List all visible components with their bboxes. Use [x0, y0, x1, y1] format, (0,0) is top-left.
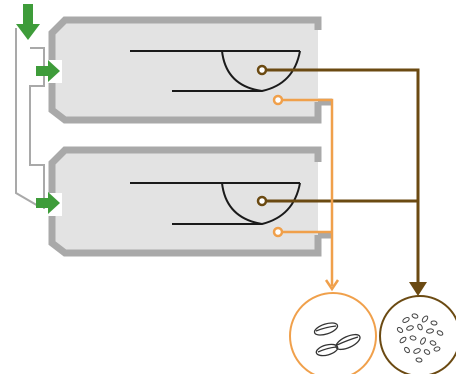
fine-outlet-line: [262, 68, 427, 296]
fine-grain-icon: [379, 295, 456, 374]
upper-coarse-node: [272, 94, 284, 106]
feed-arrow-down-icon: [16, 4, 40, 40]
upper-stage-vessel: [48, 16, 332, 124]
feed-arrow-upper-icon: [36, 60, 60, 82]
coarse-grain-icon: [289, 292, 377, 374]
upper-fine-node: [256, 64, 268, 76]
coarse-outlet-line: [278, 98, 340, 292]
lower-stage-vessel: [48, 146, 332, 257]
feed-lines: [15, 28, 45, 209]
feed-arrow-lower-icon: [36, 192, 60, 214]
lower-coarse-node: [272, 226, 284, 238]
lower-fine-node: [256, 195, 268, 207]
